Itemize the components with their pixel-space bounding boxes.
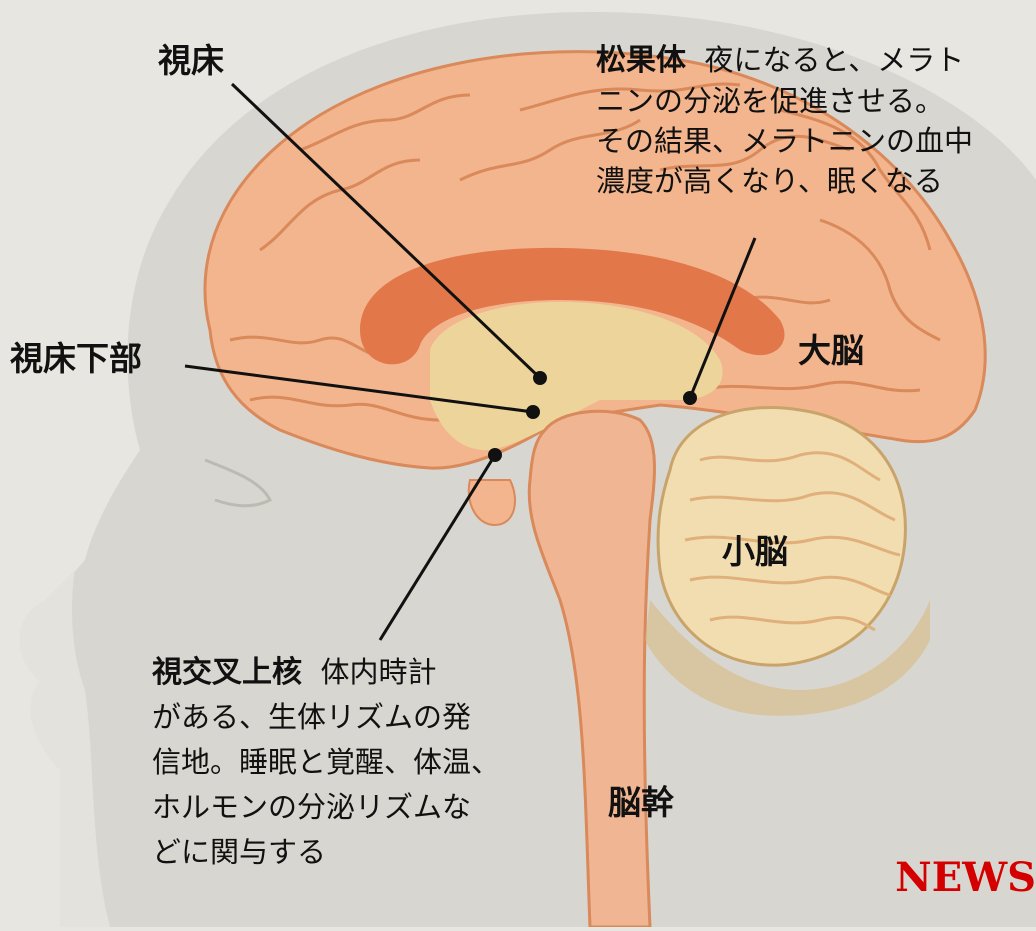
cerebellum-folia — [684, 451, 901, 632]
leader-dots — [488, 371, 697, 462]
label-thalamus: 視床 — [158, 41, 224, 80]
news-watermark: NEWS — [895, 854, 1036, 901]
dot-pineal — [683, 391, 697, 405]
scn-line-3: 信地。睡眠と覚醒、体温、 — [152, 745, 501, 779]
face-profile — [19, 570, 110, 927]
scn-line-4: ホルモンの分泌リズムな — [152, 790, 472, 824]
pineal-title: 松果体 — [596, 43, 686, 78]
dot-hypothalamus — [526, 405, 540, 419]
eye-orbit — [204, 458, 273, 508]
label-brainstem: 脳幹 — [608, 783, 674, 822]
cerebellum — [656, 406, 907, 667]
scn-line-1: 体内時計 — [320, 655, 437, 689]
leader-scn — [378, 454, 497, 641]
scn-line-5: どに関与する — [152, 835, 327, 869]
scn-title: 視交叉上核 — [152, 655, 302, 690]
cerebrum-gyri — [229, 82, 941, 422]
dot-thalamus — [533, 371, 547, 385]
dot-scn — [488, 448, 502, 462]
leader-hypothalamus — [184, 364, 534, 414]
pineal-row-1: 松果体 夜になると、メラト — [596, 40, 973, 81]
pineal-description: 松果体 夜になると、メラト ニンの分泌を促進させる。 その結果、メラトニンの血中… — [596, 40, 973, 201]
thalamus-region — [430, 301, 723, 451]
corpus-callosum — [360, 247, 785, 365]
label-hypothalamus: 視床下部 — [10, 339, 142, 378]
pituitary — [467, 479, 516, 527]
scn-description: 視交叉上核 体内時計 がある、生体リズムの発 信地。睡眠と覚醒、体温、 ホルモン… — [152, 650, 500, 875]
posterior-fossa — [645, 600, 930, 716]
pineal-line-4: 濃度が高くなり、眠くなる — [596, 164, 943, 198]
pineal-line-1: 夜になると、メラト — [704, 43, 965, 77]
scn-line-2: がある、生体リズムの発 — [152, 700, 472, 734]
pineal-line-2: ニンの分泌を促進させる。 — [596, 84, 945, 118]
leader-pineal — [688, 237, 757, 399]
brainstem — [527, 409, 656, 929]
label-cerebrum: 大脳 — [798, 331, 864, 370]
label-cerebellum: 小脳 — [722, 532, 788, 571]
leader-lines — [184, 82, 757, 641]
scn-row-1: 視交叉上核 体内時計 — [152, 650, 500, 695]
pineal-line-3: その結果、メラトニンの血中 — [596, 124, 974, 158]
leader-thalamus — [230, 82, 542, 380]
